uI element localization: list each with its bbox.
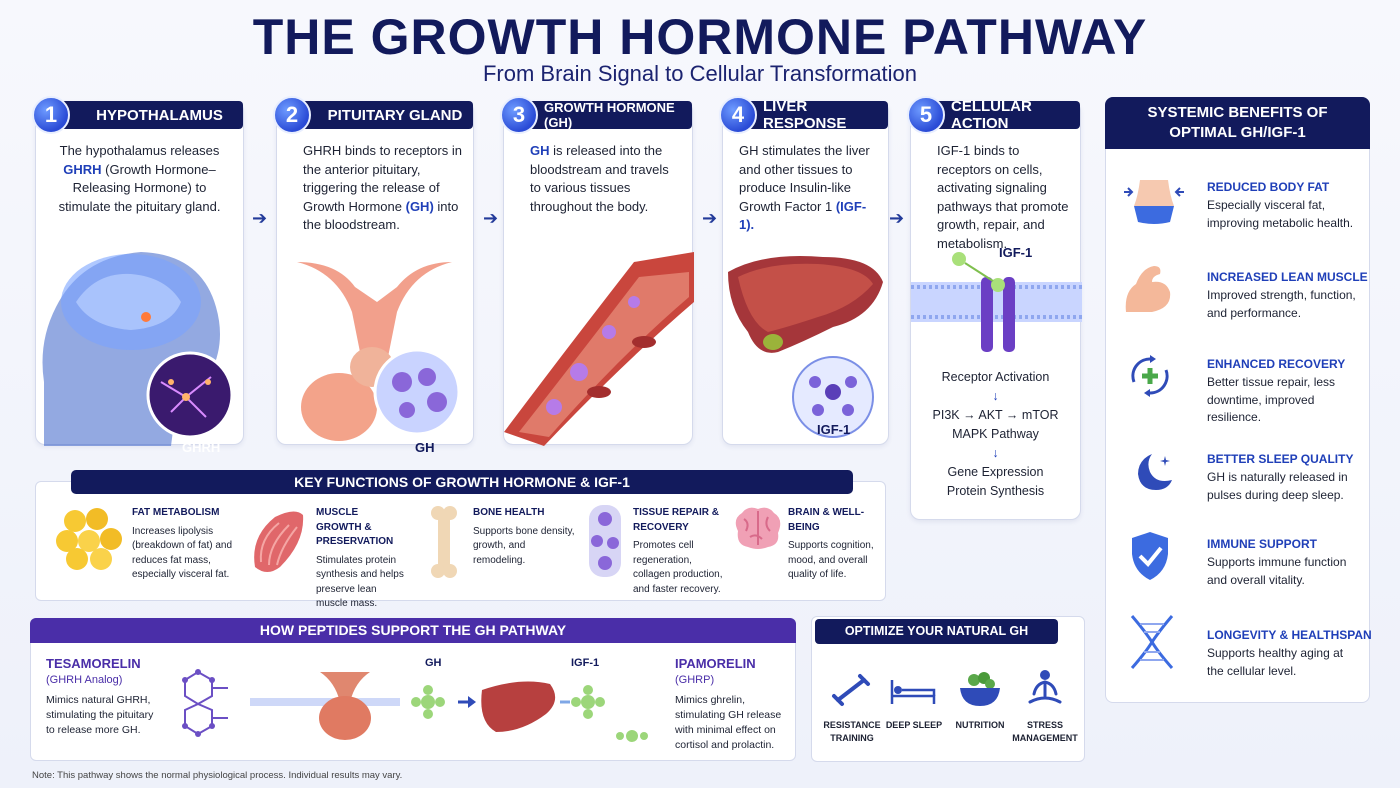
page-title: THE GROWTH HORMONE PATHWAY: [252, 9, 1148, 65]
tesamorelin-name: TESAMORELIN: [46, 656, 141, 671]
tissue-cells-icon: [589, 505, 621, 577]
liver-illustration: [728, 256, 883, 438]
dna-icon: [1130, 615, 1174, 669]
optimize-item-label: NUTRITION: [955, 720, 1005, 730]
benefit-description: Improved strength, function, and perform…: [1207, 288, 1356, 320]
igf1-flow-label: IGF-1: [571, 657, 600, 669]
meditation-icon: [1028, 670, 1062, 704]
step-description: GH is released into the bloodstream and …: [530, 143, 669, 214]
pituitary-illustration: [297, 262, 461, 441]
benefit-description: Better tissue repair, less downtime, imp…: [1207, 375, 1336, 424]
key-function-item: BONE HEALTH Supports bone density, growt…: [473, 507, 575, 566]
step-card-cellular-action: 5 CELLULAR ACTION IGF-1 binds to recepto…: [907, 96, 1082, 520]
benefits-title: SYSTEMIC BENEFITS OF OPTIMAL GH/IGF-1: [1105, 97, 1370, 149]
arrow-right-icon: ➔: [483, 208, 499, 228]
step-number: 1: [32, 96, 70, 134]
optimize-title: OPTIMIZE YOUR NATURAL GH RELEASE: [815, 619, 1058, 663]
step-title: PITUITARY GLAND: [295, 101, 473, 129]
key-function-item: BRAIN & WELL-BEING Supports cognition, m…: [788, 507, 874, 580]
bone-icon: [431, 506, 457, 578]
key-functions-title: KEY FUNCTIONS OF GROWTH HORMONE & IGF-1: [71, 470, 853, 494]
step-title: GROWTH HORMONE (GH): [522, 100, 692, 130]
benefit-title: REDUCED BODY FAT: [1207, 180, 1330, 194]
recovery-icon: [1131, 355, 1169, 397]
step-title: CELLULAR ACTION: [929, 98, 1080, 132]
benefit-title: BETTER SLEEP QUALITY: [1207, 452, 1354, 466]
benefit-description: GH is naturally released in pulses durin…: [1207, 470, 1348, 502]
optimize-item-label: STRESS MANAGEMENT: [1012, 720, 1078, 743]
step-number: 4: [719, 96, 757, 134]
benefit-title: ENHANCED RECOVERY: [1207, 357, 1346, 371]
step-card-growth-hormone: 3 GROWTH HORMONE (GH) GH is released int…: [500, 96, 694, 446]
benefit-description: Supports immune function and overall vit…: [1207, 555, 1347, 587]
peptide-flow-illustration: [250, 672, 648, 742]
arrow-right-icon: ➔: [702, 208, 718, 228]
ipamorelin-type: (GHRP): [675, 674, 715, 686]
benefit-title: INCREASED LEAN MUSCLE: [1207, 270, 1368, 284]
ghrh-circle-label: GHRH: [182, 440, 221, 455]
step-number: 2: [273, 96, 311, 134]
bed-icon: [890, 680, 936, 704]
optimize-item-label: DEEP SLEEP: [885, 720, 943, 730]
shield-icon: [1132, 532, 1168, 580]
muscle-icon: [254, 511, 304, 572]
benefit-title: IMMUNE SUPPORT: [1207, 537, 1318, 551]
benefit-title: LONGEVITY & HEALTHSPAN: [1207, 628, 1372, 642]
key-function-item: MUSCLE GROWTH & PRESERVATION Stimulates …: [316, 507, 404, 609]
gh-circle-label: GH: [415, 440, 435, 455]
benefit-description: Especially visceral fat, improving metab…: [1207, 198, 1354, 230]
arrow-right-icon: ➔: [889, 208, 905, 228]
step-title: LIVER RESPONSE: [741, 98, 888, 132]
pathway-flow: Receptor Activation ↓ PI3K → AKT → mTOR …: [932, 370, 1059, 498]
arrow-right-icon: ➔: [252, 208, 268, 228]
page-subtitle: From Brain Signal to Cellular Transforma…: [482, 61, 918, 86]
key-function-item: FAT METABOLISM Increases lipolysis (brea…: [132, 507, 233, 580]
step-number: 3: [500, 96, 538, 134]
ipamorelin-name: IPAMORELIN: [675, 656, 756, 671]
step-card-pituitary: 2 PITUITARY GLAND GHRH binds to receptor…: [273, 96, 474, 455]
tesamorelin-description: Mimics natural GHRH, stimulating the pit…: [46, 694, 154, 736]
step-card-liver: 4 LIVER RESPONSE GH stimulates the liver…: [719, 96, 889, 445]
step-title: HYPOTHALAMUS: [54, 101, 243, 129]
optimize-item-label: RESISTANCE TRAINING: [823, 720, 881, 743]
ipamorelin-description: Mimics ghrelin, stimulating GH release w…: [675, 694, 782, 751]
benefit-description: Supports healthy aging at the cellular l…: [1207, 646, 1344, 678]
key-function-item: TISSUE REPAIR & RECOVERY Promotes cell r…: [633, 507, 723, 595]
blood-vessel-illustration: [504, 252, 694, 446]
peptides-title: HOW PEPTIDES SUPPORT THE GH PATHWAY: [30, 618, 796, 643]
fat-cells-icon: [56, 508, 122, 570]
receptor-label: IGF-1: [999, 245, 1033, 260]
brain-icon: [735, 507, 781, 549]
bowl-icon: [960, 672, 1000, 706]
step-description: GH stimulates the liver and other tissue…: [739, 143, 870, 232]
tesamorelin-type: (GHRH Analog): [46, 674, 123, 686]
gh-flow-label: GH: [425, 657, 442, 669]
molecule-structure-icon: [182, 669, 228, 737]
brain-head-illustration: [42, 252, 234, 446]
receptor-illustration: [911, 252, 1082, 352]
footnote: Note: This pathway shows the normal phys…: [32, 770, 403, 781]
moon-icon: [1138, 454, 1172, 490]
step-description: The hypothalamus releases GHRH (Growth H…: [58, 143, 221, 214]
igf1-circle-label: IGF-1: [817, 422, 851, 437]
step-description: IGF-1 binds to receptors on cells, activ…: [937, 143, 1069, 251]
bicep-icon: [1125, 266, 1171, 312]
waist-icon: [1124, 180, 1184, 224]
step-number: 5: [907, 96, 945, 134]
step-card-hypothalamus: 1 HYPOTHALAMUS The hypothalamus releases…: [32, 96, 244, 455]
step-description: GHRH binds to receptors in the anterior …: [303, 143, 462, 232]
dumbbell-icon: [832, 674, 870, 706]
